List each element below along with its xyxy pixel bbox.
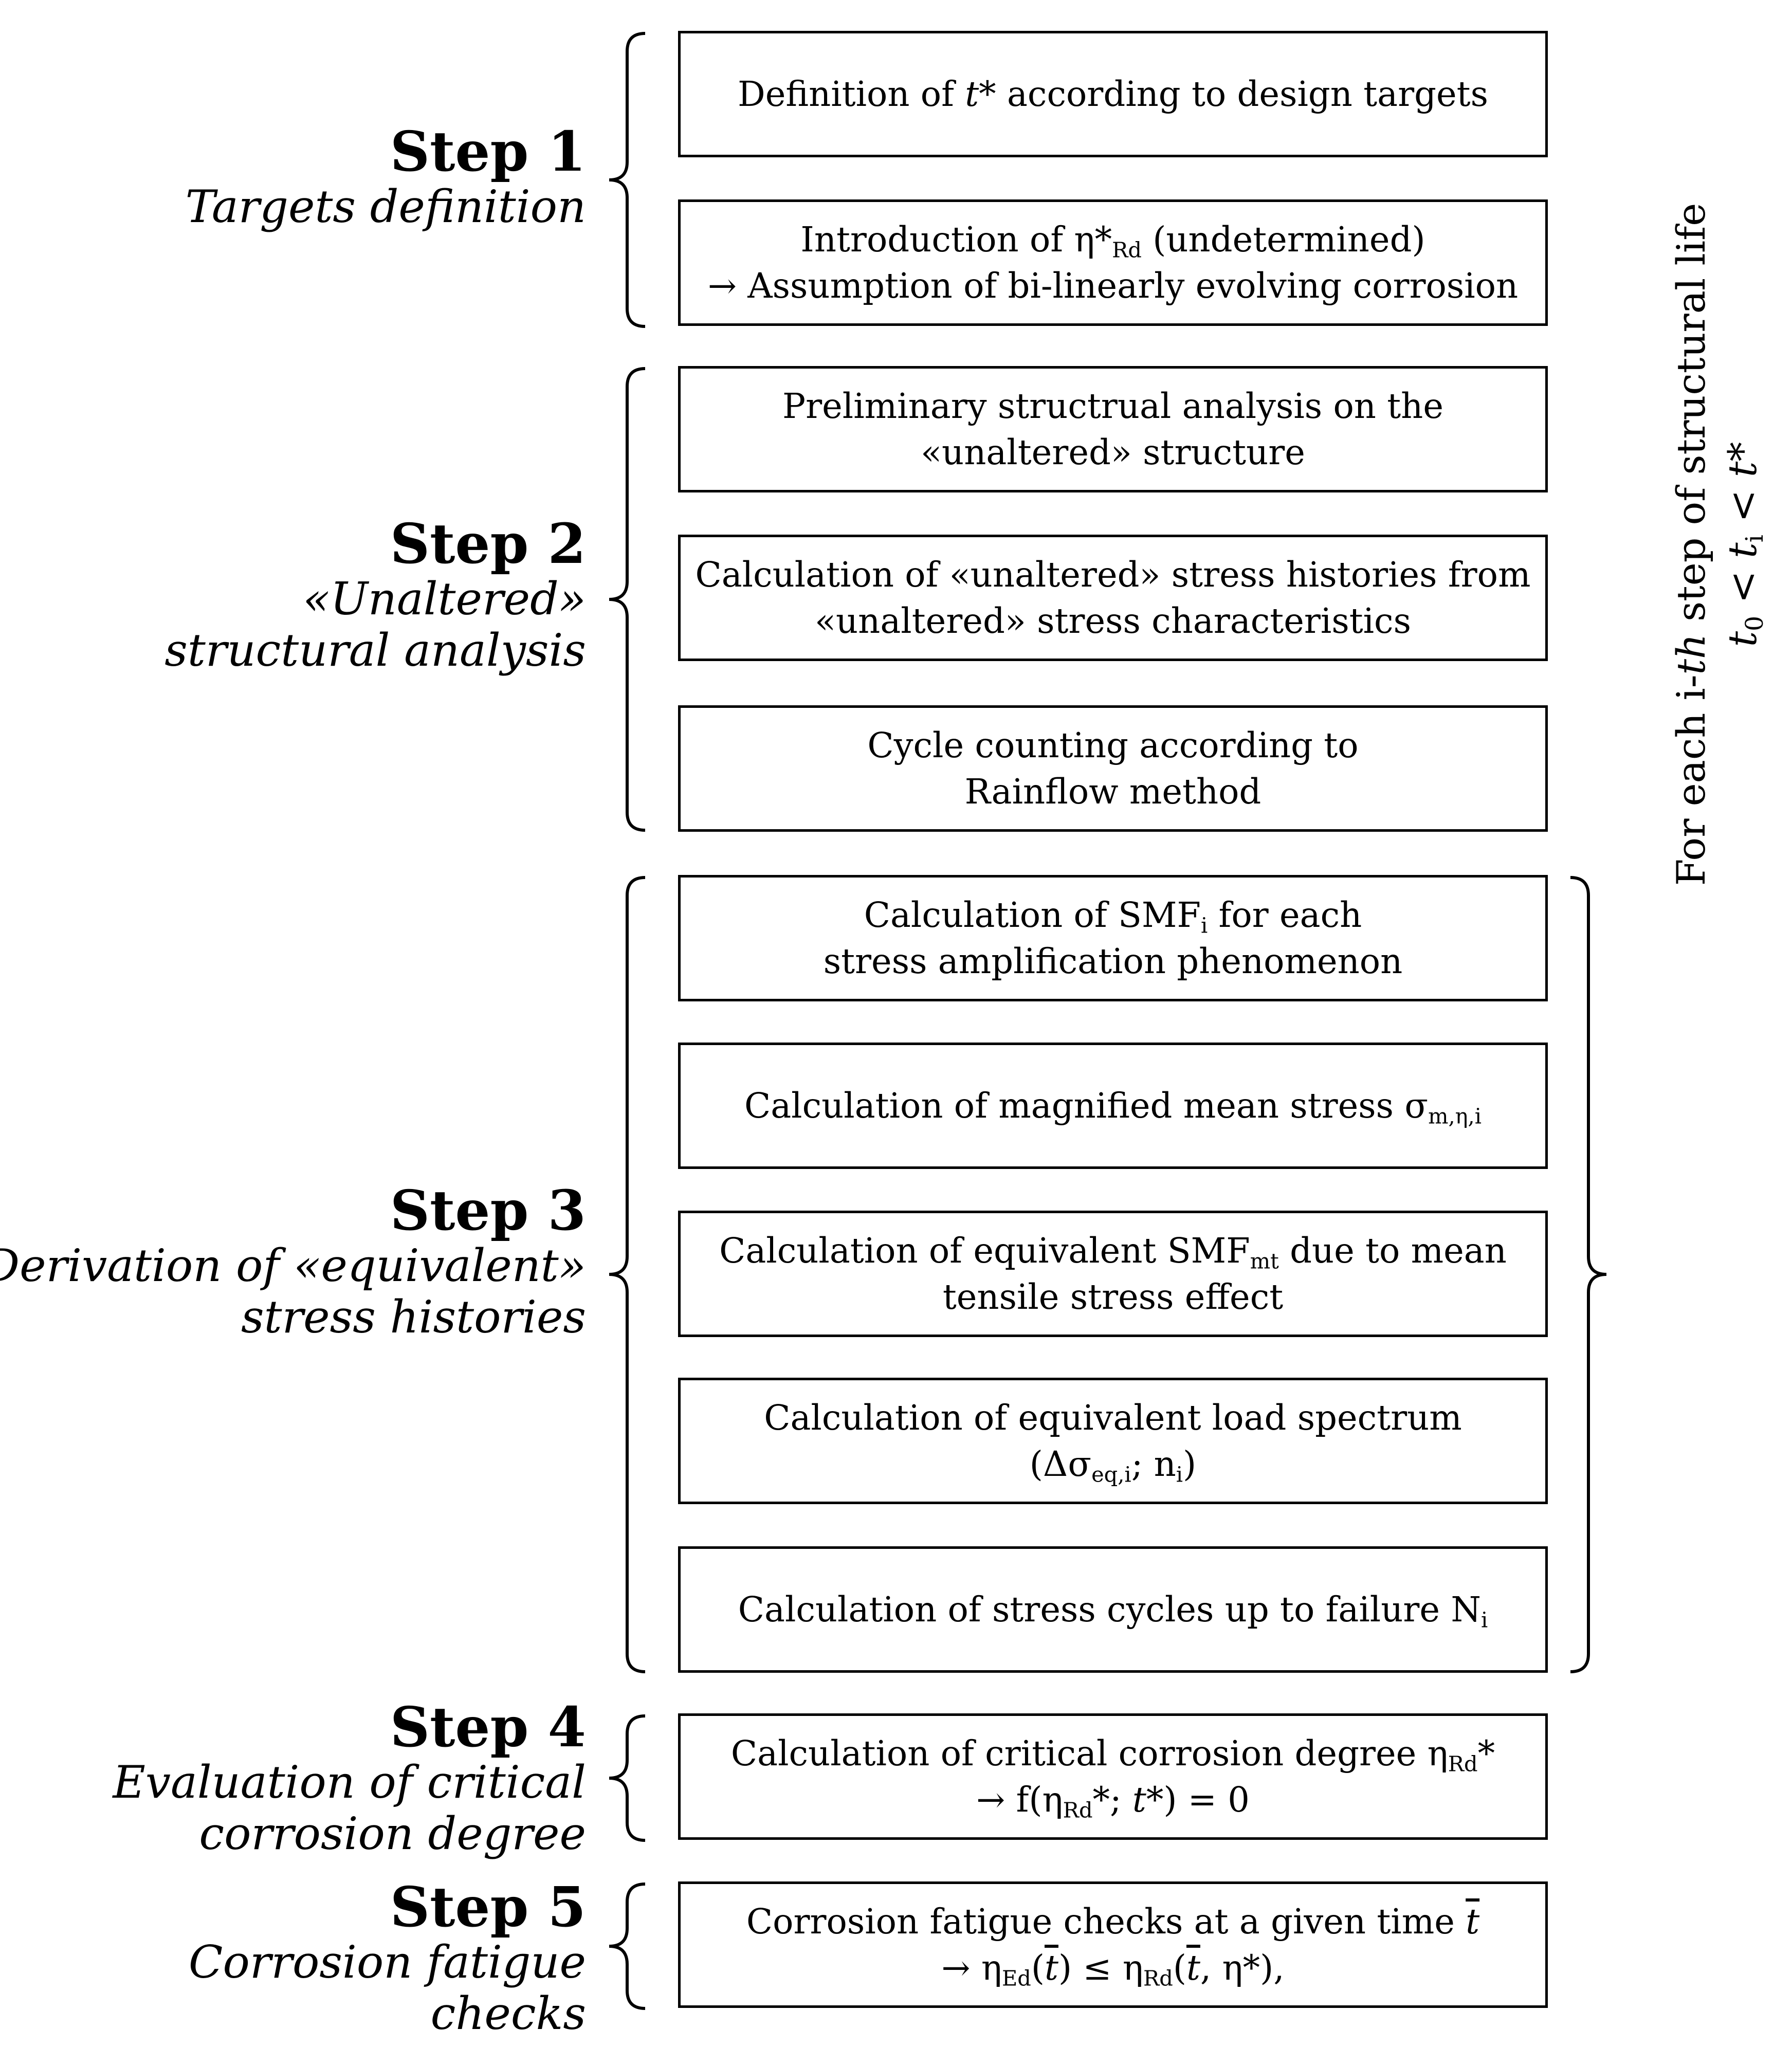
box3-line2: «unaltered» structure xyxy=(921,432,1305,472)
box-cycles-to-failure: Calculation of stress cycles up to failu… xyxy=(678,1546,1548,1673)
step5-subtitle-line2: checks xyxy=(430,1987,586,2040)
box6-line1: Calculation of SMFi for each xyxy=(864,895,1362,938)
step5-label: Step 5 Corrosion fatigue checks xyxy=(188,1875,586,2040)
step2-subtitle-line2: structural analysis xyxy=(164,624,586,677)
step1-bracket xyxy=(609,32,646,328)
loop-side-label: For each i-th step of structural life t0… xyxy=(1666,159,1779,930)
step1-title: Step 1 xyxy=(390,120,586,184)
box8-line2: tensile stress effect xyxy=(942,1277,1284,1317)
box4-line2: «unaltered» stress characteristics xyxy=(815,601,1411,641)
box5-line1: Cycle counting according to xyxy=(867,725,1359,765)
side-label-line2: t0 < ti < t* xyxy=(1720,442,1769,647)
box-design-target-definition: Definition of t* according to design tar… xyxy=(678,31,1548,157)
box9-line2: (Δσeq,i; ni) xyxy=(1029,1444,1197,1487)
step1-label: Step 1 Targets definition xyxy=(185,120,586,233)
step5-title: Step 5 xyxy=(390,1875,586,1940)
step5-subtitle-line1: Corrosion fatigue xyxy=(188,1936,586,1988)
box-stress-histories: Calculation of «unaltered» stress histor… xyxy=(678,535,1548,661)
step1-subtitle: Targets definition xyxy=(185,180,586,233)
box-equivalent-smf-mt: Calculation of equivalent SMFmt due to m… xyxy=(678,1211,1548,1337)
step3-subtitle-line1: Derivation of «equivalent» xyxy=(0,1239,586,1292)
step2-subtitle-line1: «Unaltered» xyxy=(303,573,586,625)
step5-bracket xyxy=(609,1882,646,2010)
box1-text: Definition of t* according to design tar… xyxy=(738,74,1488,114)
step4-subtitle-line1: Evaluation of critical xyxy=(113,1756,586,1808)
side-label-line1: For each i-th step of structural life xyxy=(1668,203,1714,886)
step3-title: Step 3 xyxy=(390,1179,586,1243)
step3-label: Step 3 Derivation of «equivalent» stress… xyxy=(0,1182,586,1343)
box2-line1: Introduction of η*Rd (undetermined) xyxy=(800,220,1425,263)
box10-text: Calculation of stress cycles up to failu… xyxy=(738,1589,1488,1633)
step3-bracket xyxy=(609,876,646,1673)
box-magnified-mean-stress: Calculation of magnified mean stress σm,… xyxy=(678,1043,1548,1169)
step2-bracket xyxy=(609,367,646,832)
box12-line1: Corrosion fatigue checks at a given time… xyxy=(746,1902,1480,1942)
box5-line2: Rainflow method xyxy=(964,772,1261,812)
box-cycle-counting: Cycle counting according to Rainflow met… xyxy=(678,705,1548,832)
box-eta-rd-introduction: Introduction of η*Rd (undetermined) → As… xyxy=(678,199,1548,326)
step4-subtitle-line2: corrosion degree xyxy=(199,1807,586,1860)
step2-title: Step 2 xyxy=(390,512,586,576)
box12-line2: → ηEd(t) ≤ ηRd(t, η*), xyxy=(941,1948,1285,1991)
box7-text: Calculation of magnified mean stress σm,… xyxy=(744,1086,1482,1129)
loop-bracket xyxy=(1570,876,1607,1673)
box8-line1: Calculation of equivalent SMFmt due to m… xyxy=(719,1231,1507,1274)
box-preliminary-analysis: Preliminary structrual analysis on the «… xyxy=(678,366,1548,492)
box-equivalent-load-spectrum: Calculation of equivalent load spectrum … xyxy=(678,1378,1548,1504)
box11-line2: → f(ηRd*; t*) = 0 xyxy=(976,1780,1250,1823)
box4-line1: Calculation of «unaltered» stress histor… xyxy=(695,555,1531,595)
box6-line2: stress amplification phenomenon xyxy=(823,941,1403,981)
box9-line1: Calculation of equivalent load spectrum xyxy=(764,1398,1462,1438)
box11-line1: Calculation of critical corrosion degree… xyxy=(730,1733,1495,1777)
box3-line1: Preliminary structrual analysis on the xyxy=(782,386,1443,426)
step4-bracket xyxy=(609,1714,646,1842)
box2-line2: → Assumption of bi-linearly evolving cor… xyxy=(707,266,1519,306)
step4-label: Step 4 Evaluation of critical corrosion … xyxy=(113,1695,586,1860)
step2-label: Step 2 «Unaltered» structural analysis xyxy=(164,512,586,677)
box-smf-calculation: Calculation of SMFi for each stress ampl… xyxy=(678,875,1548,1001)
step3-subtitle-line2: stress histories xyxy=(241,1291,586,1343)
box-critical-corrosion-degree: Calculation of critical corrosion degree… xyxy=(678,1713,1548,1840)
box-corrosion-fatigue-checks: Corrosion fatigue checks at a given time… xyxy=(678,1881,1548,2008)
step4-title: Step 4 xyxy=(390,1695,586,1760)
